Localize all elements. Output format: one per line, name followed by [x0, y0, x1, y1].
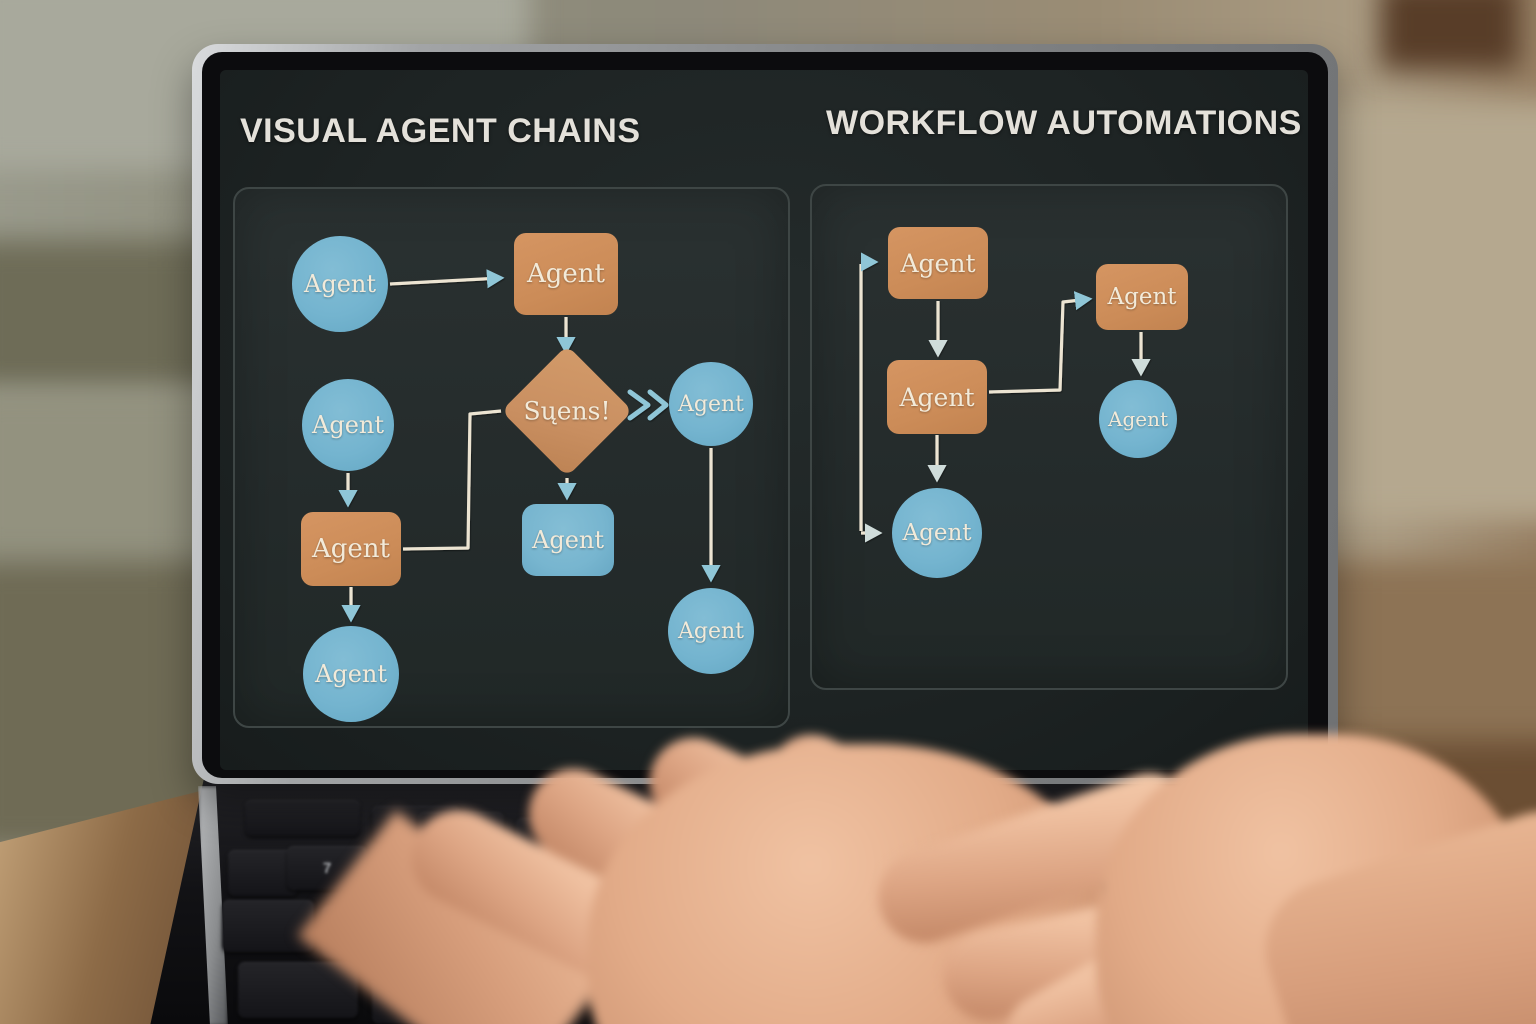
connector-circle1-to-rect1	[389, 269, 505, 289]
double-chevron-arrow-icon	[647, 389, 669, 421]
agent-blue-rect-node: Agent	[522, 504, 614, 576]
agent-circle-node: Agent	[292, 236, 388, 332]
node-label: Agent	[1108, 407, 1168, 431]
node-label: Agent	[899, 382, 975, 412]
connector-rect2-to-diamond-elbow	[402, 409, 502, 551]
agent-circle-node: Agent	[1099, 380, 1177, 458]
key-label: 7	[322, 859, 332, 877]
node-label: Agent	[532, 526, 604, 554]
agent-rect-node: Agent	[888, 227, 988, 299]
workflow-automations-panel	[810, 184, 1288, 690]
double-chevron-arrow-icon	[627, 389, 651, 421]
node-label: Agent	[1107, 284, 1177, 310]
agent-circle-node: Agent	[668, 588, 754, 674]
connector-rectb-to-rectc-elbow	[988, 291, 1093, 394]
agent-rect-node: Agent	[887, 360, 987, 434]
dark-corner	[1380, 0, 1520, 70]
agent-circle-node: Agent	[892, 488, 982, 578]
agent-circle-node: Agent	[669, 362, 753, 446]
node-label: Agent	[678, 618, 744, 644]
node-label: Agent	[902, 520, 972, 546]
left-panel-title: VISUAL AGENT CHAINS	[240, 112, 641, 150]
key	[245, 800, 360, 836]
agent-circle-node: Agent	[302, 379, 394, 471]
node-label: Agent	[304, 270, 376, 298]
agent-rect-node: Agent	[301, 512, 401, 586]
agent-circle-node: Agent	[303, 626, 399, 722]
agent-rect-node: Agent	[514, 233, 618, 315]
node-label: Agent	[312, 534, 390, 564]
node-label: Agent	[678, 391, 744, 417]
node-label: Agent	[527, 259, 605, 289]
node-label: Agent	[900, 248, 976, 278]
right-panel-title: WORKFLOW AUTOMATIONS	[826, 104, 1302, 142]
agent-rect-node: Agent	[1096, 264, 1188, 330]
key	[228, 850, 298, 896]
node-label: Agent	[315, 660, 387, 688]
node-label: Agent	[312, 411, 384, 439]
key	[222, 900, 314, 952]
key	[238, 962, 358, 1018]
